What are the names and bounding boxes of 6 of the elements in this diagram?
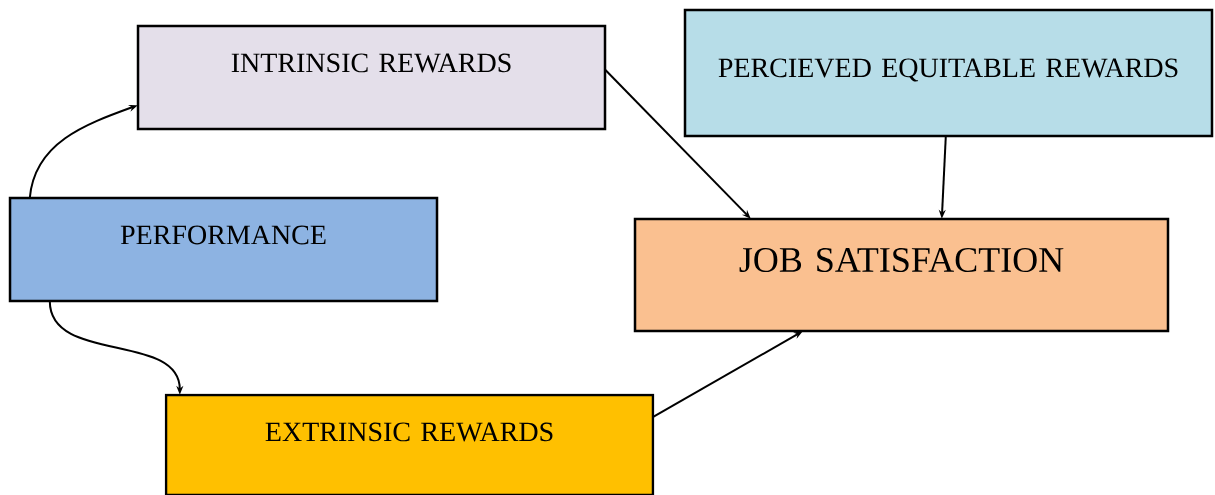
process-box: EXTRINSIC REWARDS	[164, 393, 655, 495]
arrow	[604, 68, 751, 219]
process-box: PERFORMANCE	[8, 196, 439, 303]
process-box: JOB SATISFACTION	[633, 217, 1170, 333]
process-box: PERCIEVED EQUITABLE REWARDS	[683, 8, 1214, 138]
process-box: INTRINSIC REWARDS	[136, 24, 607, 131]
